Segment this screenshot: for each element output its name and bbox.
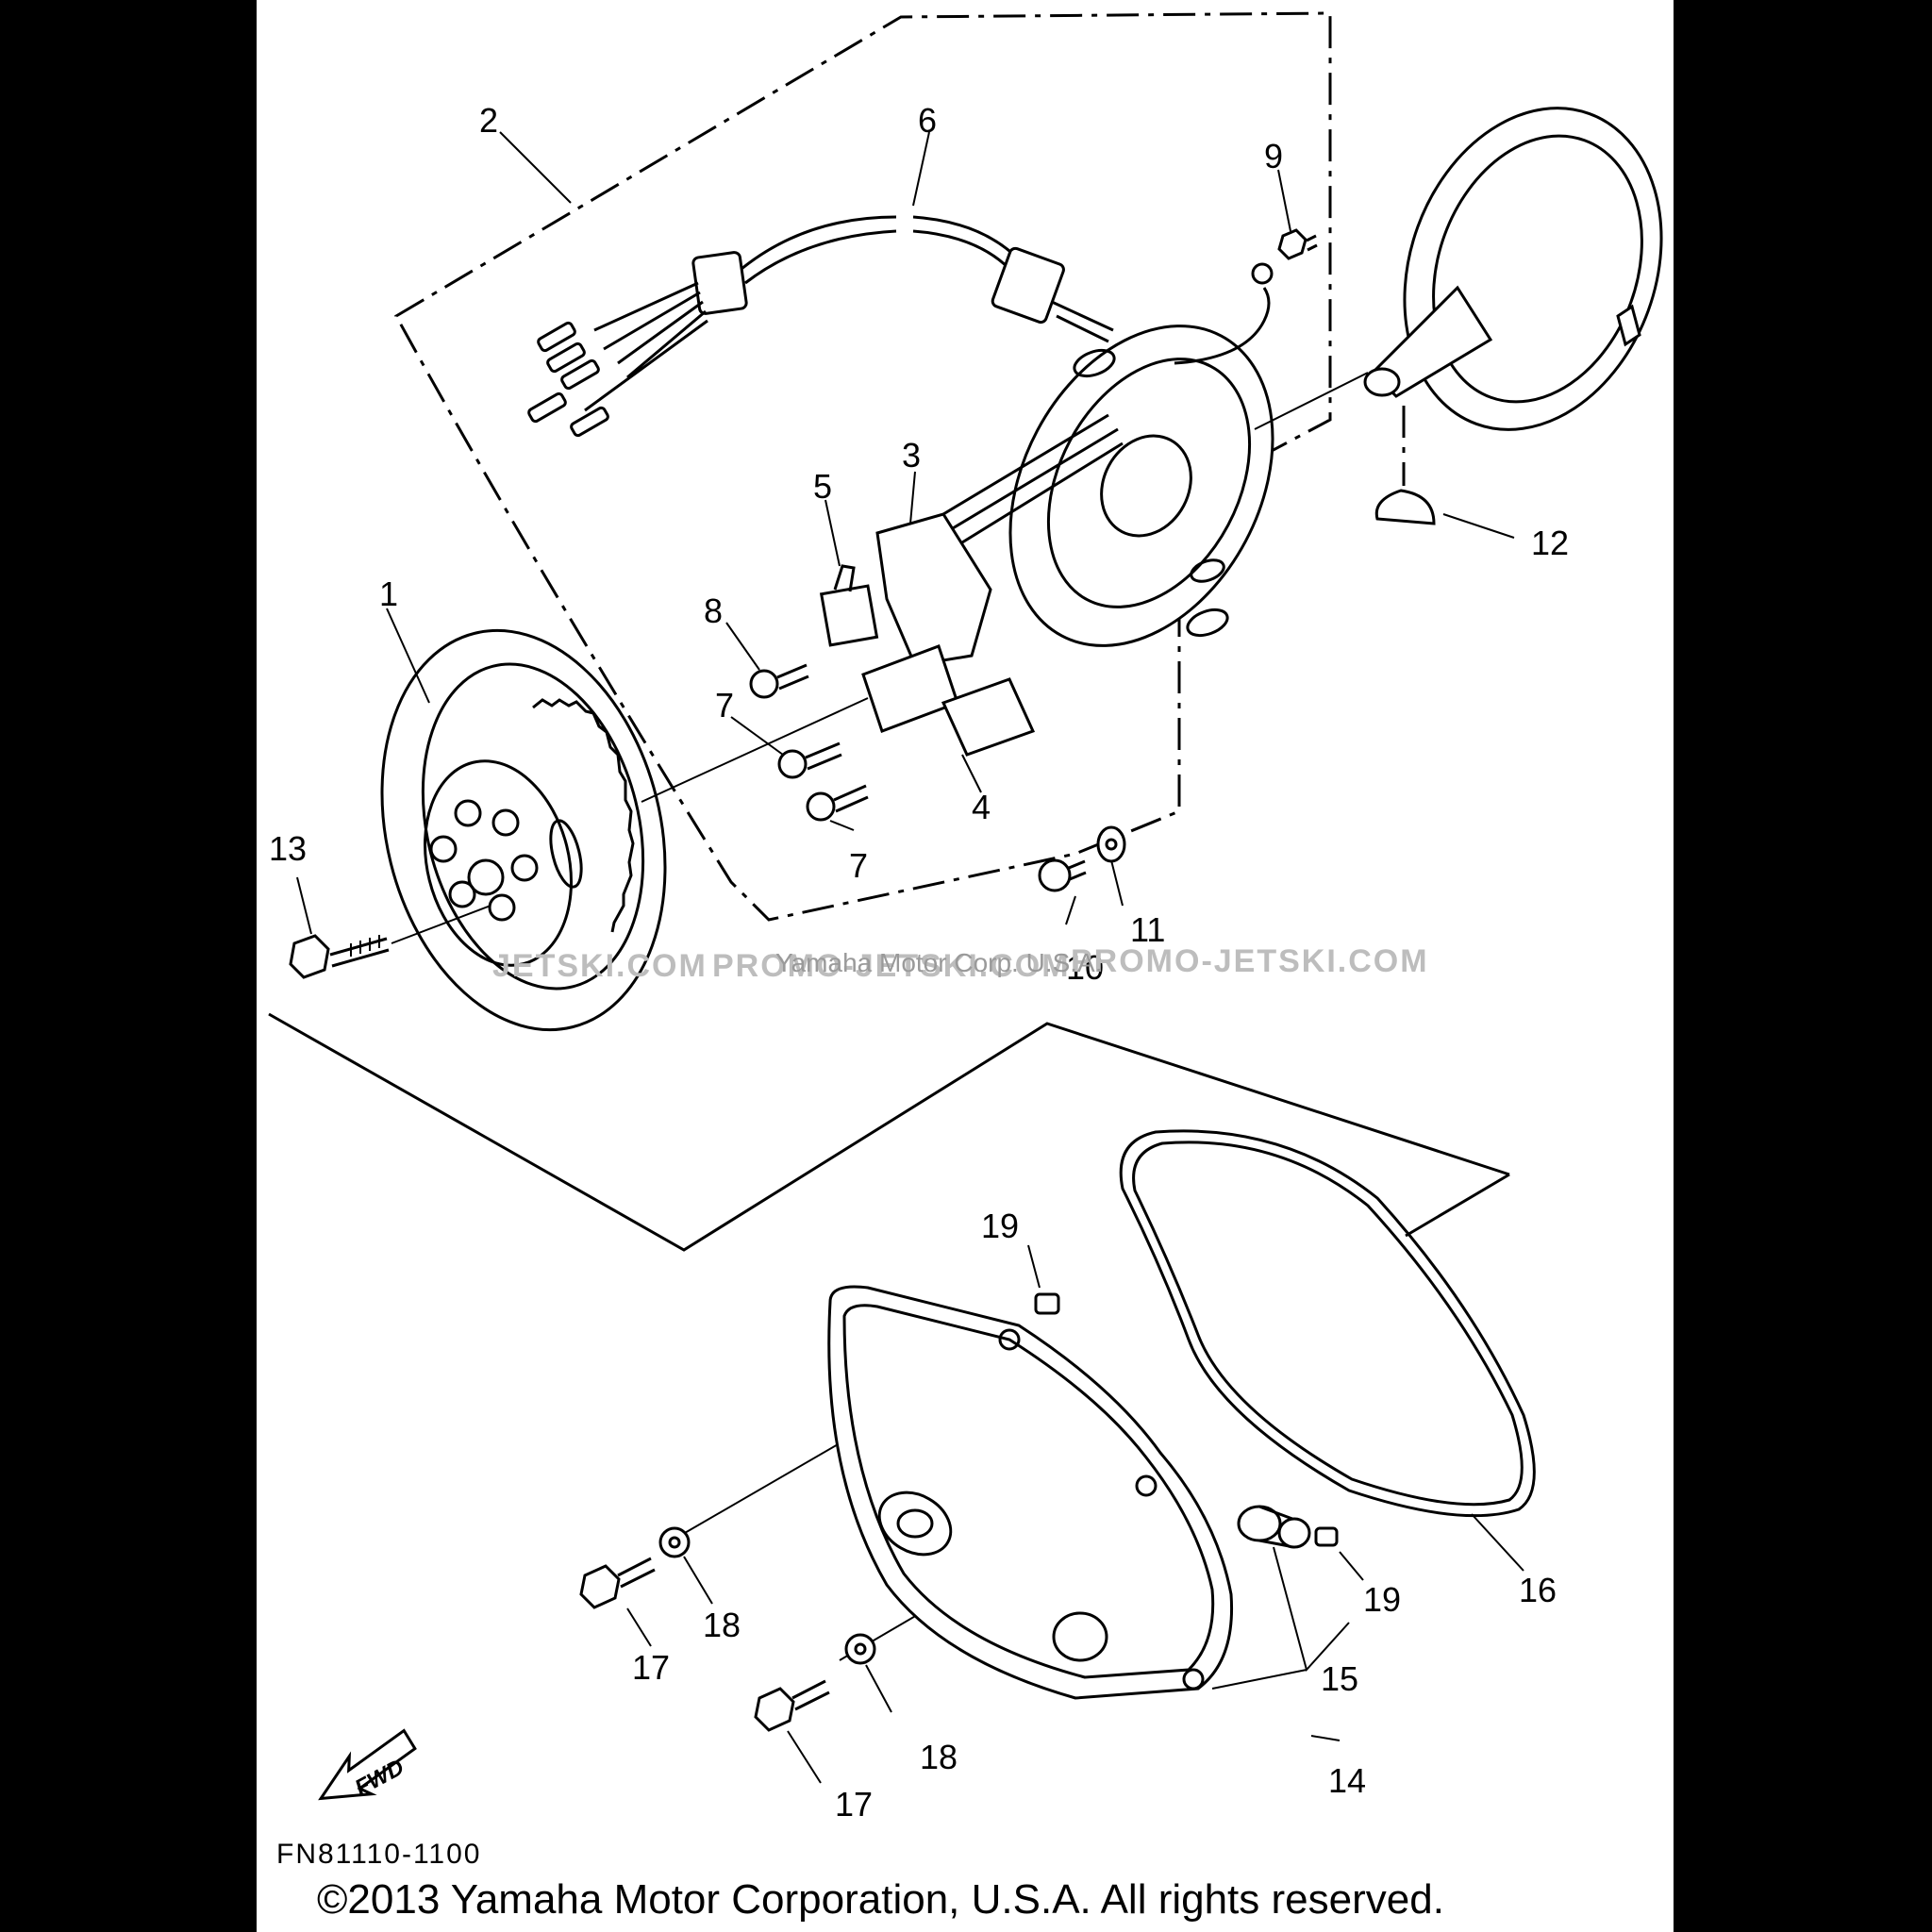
callout-17-upper: 17 — [632, 1648, 670, 1687]
watermark-center: PROMO-JETSKI.COM — [712, 948, 1071, 984]
callout-11: 11 — [1130, 910, 1165, 949]
washer-18-lower[interactable] — [844, 1633, 876, 1665]
watermark-left: JETSKI.COM — [492, 948, 708, 984]
callout-7-b: 7 — [849, 846, 868, 885]
assembly-frame-line — [268, 1012, 1510, 1252]
charge-coil[interactable] — [861, 644, 1036, 757]
callout-3: 3 — [902, 436, 921, 475]
washer-18-upper[interactable] — [658, 1526, 691, 1558]
callout-6: 6 — [918, 101, 937, 140]
cover-gasket[interactable] — [1119, 1129, 1536, 1518]
screw-9[interactable] — [1277, 228, 1318, 260]
lighting-coil[interactable] — [875, 413, 1124, 667]
flywheel-bolt[interactable] — [289, 934, 390, 979]
callout-5: 5 — [813, 467, 832, 506]
callout-15: 15 — [1321, 1659, 1358, 1698]
collar-15[interactable] — [1237, 1505, 1311, 1549]
bolt-17-upper[interactable] — [579, 1557, 656, 1609]
diagram-code: FN81110-1100 — [276, 1839, 481, 1870]
callout-12: 12 — [1531, 524, 1569, 562]
callout-18-lower: 18 — [920, 1738, 958, 1776]
callout-9: 9 — [1264, 137, 1283, 175]
callout-4: 4 — [972, 788, 991, 826]
screw-8[interactable] — [749, 663, 809, 699]
watermark: JETSKI.COM PROMO-JETSKI.COM PROMO-JETSKI… — [492, 943, 1429, 984]
leader-lines — [296, 131, 1524, 1784]
callout-19-lower: 19 — [1363, 1580, 1401, 1619]
callout-2: 2 — [479, 101, 498, 140]
callout-14: 14 — [1328, 1761, 1366, 1800]
crankshaft-hub[interactable] — [1361, 72, 1705, 466]
leader-13-axis — [391, 905, 491, 944]
woodruff-key[interactable] — [1374, 489, 1436, 525]
callout-numbers: 2 6 9 3 5 12 1 8 7 4 7 13 11 10 19 19 16… — [269, 101, 1569, 1824]
callout-18-upper: 18 — [703, 1606, 741, 1644]
watermark-overlay: Yamaha Motor Corp. U.S.A. — [775, 948, 1103, 977]
callout-7-a: 7 — [715, 686, 734, 724]
callout-19-upper: 19 — [981, 1207, 1019, 1245]
dowel-pin-19-upper[interactable] — [1034, 1292, 1060, 1315]
callout-1: 1 — [379, 575, 398, 613]
washer-11[interactable] — [1096, 825, 1126, 863]
screw-7-upper[interactable] — [777, 741, 842, 779]
callout-13: 13 — [269, 829, 307, 868]
dowel-pin-19-lower[interactable] — [1314, 1526, 1339, 1547]
callout-10: 10 — [1066, 948, 1104, 987]
callout-17-lower: 17 — [835, 1785, 873, 1824]
callout-8: 8 — [704, 591, 723, 630]
stator-assembly-boundary — [393, 11, 1332, 922]
watermark-right: PROMO-JETSKI.COM — [1071, 943, 1429, 979]
screw-7-lower[interactable] — [806, 784, 869, 822]
center-axis-upper — [641, 372, 1369, 803]
flywheel-cover[interactable] — [827, 1285, 1234, 1700]
bolt-10[interactable] — [1038, 858, 1087, 892]
stator-base-plate[interactable] — [958, 280, 1325, 691]
flywheel-rotor[interactable] — [341, 600, 705, 1059]
copyright-notice: ©2013 Yamaha Motor Corporation, U.S.A. A… — [317, 1876, 1444, 1923]
pulser-coil[interactable] — [819, 564, 879, 647]
wire-harness[interactable] — [527, 215, 1274, 438]
callout-16: 16 — [1519, 1571, 1557, 1609]
bolt-17-lower[interactable] — [754, 1679, 830, 1732]
forward-direction-arrow: FWD — [318, 1728, 417, 1801]
